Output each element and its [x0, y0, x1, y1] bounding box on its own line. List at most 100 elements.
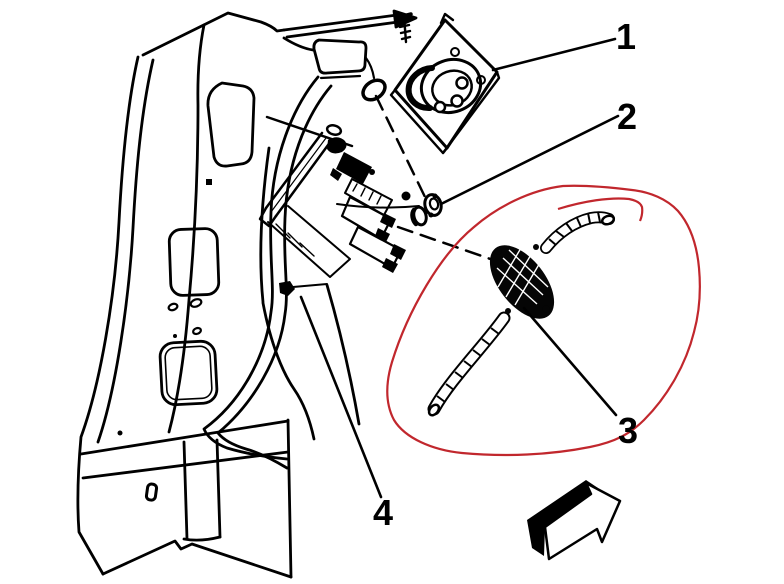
- axis-dashed-line: [374, 94, 427, 199]
- bracket-arm-foot: [258, 206, 278, 228]
- plate-corner-tab: [439, 12, 455, 25]
- body-panel: [76, 9, 418, 579]
- connector-pin-hole: [450, 94, 464, 108]
- mounting-bolt-icon: [397, 12, 413, 44]
- window-cutout: [312, 38, 368, 75]
- connector-plate-hatch: [376, 195, 382, 205]
- pillar-lower-line: [325, 283, 361, 426]
- tube-rib: [597, 211, 601, 223]
- connector-block: [336, 152, 372, 184]
- panel-crease: [282, 36, 315, 52]
- leader-line-2: [439, 114, 620, 206]
- sill-top-line: [79, 419, 290, 456]
- connector-bolt: [401, 191, 411, 201]
- sill-post: [215, 438, 222, 539]
- bulge-edge: [533, 244, 539, 250]
- bulge-weave-hatch: [496, 247, 549, 306]
- pillar-right-edge: [259, 146, 271, 304]
- bulge-hatch-line: [514, 260, 542, 306]
- harness-ribs: [548, 211, 601, 246]
- connector-shadow: [405, 65, 435, 112]
- bulge-hatch-line: [497, 247, 522, 288]
- assembly-axis-lines: [265, 94, 504, 265]
- sill-post: [182, 535, 222, 542]
- tube-rib: [463, 360, 473, 368]
- small-hole: [167, 302, 179, 312]
- connector-terminal: [382, 258, 398, 273]
- tube-rib: [587, 212, 591, 224]
- highlight-ellipse: [386, 184, 702, 457]
- tube-end-cap: [427, 403, 441, 417]
- red-highlight-circle: [386, 184, 702, 457]
- bolt-thread: [400, 35, 412, 41]
- grommet-washer-shadow: [410, 207, 419, 227]
- arrow-extrusion-face: [527, 480, 598, 556]
- harness-bulge: [489, 244, 555, 319]
- tube-end-cap: [600, 214, 616, 226]
- bulge-edge: [505, 308, 511, 314]
- part-3-harness: [427, 211, 616, 417]
- harness-tube: [429, 313, 509, 414]
- part-4-bracket-junction: [258, 124, 420, 296]
- panel-top-edge: [141, 11, 286, 57]
- highlight-ellipse-tail: [557, 197, 644, 222]
- callout-label-2: 2: [617, 96, 637, 137]
- sill-bottom-edge: [101, 539, 293, 579]
- grommet-hole: [428, 197, 440, 211]
- connector-plate-hatch: [368, 191, 374, 201]
- panel-dot: [117, 430, 123, 436]
- bracket-arm-inner: [270, 137, 327, 213]
- bulge-hatch-line: [505, 252, 533, 298]
- bracket-post-cap: [325, 124, 343, 136]
- connector-terminal: [380, 213, 396, 228]
- harness-ribs: [436, 327, 500, 403]
- part-2-grommet: [410, 193, 443, 227]
- plate-screw-boss: [450, 47, 460, 57]
- bracket-foot-peg: [279, 281, 295, 296]
- leader-line-3: [522, 306, 618, 417]
- arrow-outline-face: [543, 481, 622, 561]
- panel-dot: [206, 179, 212, 185]
- sill-post: [182, 440, 189, 541]
- callout-label-1: 1: [616, 16, 636, 57]
- bracket-arm: [264, 131, 324, 210]
- tube-rib: [576, 217, 582, 228]
- connector-pin-hole: [455, 76, 469, 90]
- callout-label-4: 4: [373, 492, 393, 533]
- bulge-edge: [542, 305, 550, 313]
- bracket-wire: [336, 203, 420, 209]
- striker-hole: [167, 227, 221, 297]
- roof-rail: [282, 13, 399, 32]
- bracket-foot-link: [292, 283, 328, 288]
- axis-dashed-line: [396, 225, 504, 265]
- panel-oval-hole: [361, 78, 387, 102]
- panel-outline: [76, 55, 140, 576]
- bulge-hatch-line: [496, 267, 538, 305]
- tube-rib: [472, 349, 482, 357]
- leader-line-1: [491, 37, 617, 72]
- connector-pin-hole: [433, 100, 447, 114]
- bracket-shelf: [267, 205, 351, 278]
- callout-labels: 1 2 3 4: [373, 16, 638, 533]
- callout-label-3: 3: [618, 410, 638, 451]
- pentagon-hole: [206, 81, 256, 168]
- tube-rib: [555, 230, 565, 238]
- grommet-lip: [428, 212, 434, 218]
- panel-outline: [96, 58, 155, 444]
- plate-screw-boss: [476, 75, 486, 85]
- bolt-thread: [399, 29, 412, 35]
- grommet-lip: [432, 193, 438, 199]
- tube-rib: [454, 371, 464, 379]
- tube-rib: [490, 327, 500, 335]
- panel-crease: [364, 56, 376, 80]
- connector-plate-hatch: [360, 187, 366, 197]
- tube-rib: [436, 395, 446, 403]
- connector-bolt: [369, 169, 375, 175]
- lower-access-hole: [158, 339, 219, 407]
- pillar-edge: [167, 23, 206, 434]
- window-cutout-flange: [319, 74, 362, 80]
- direction-arrow-icon: [527, 480, 622, 561]
- tube-rib: [565, 222, 573, 232]
